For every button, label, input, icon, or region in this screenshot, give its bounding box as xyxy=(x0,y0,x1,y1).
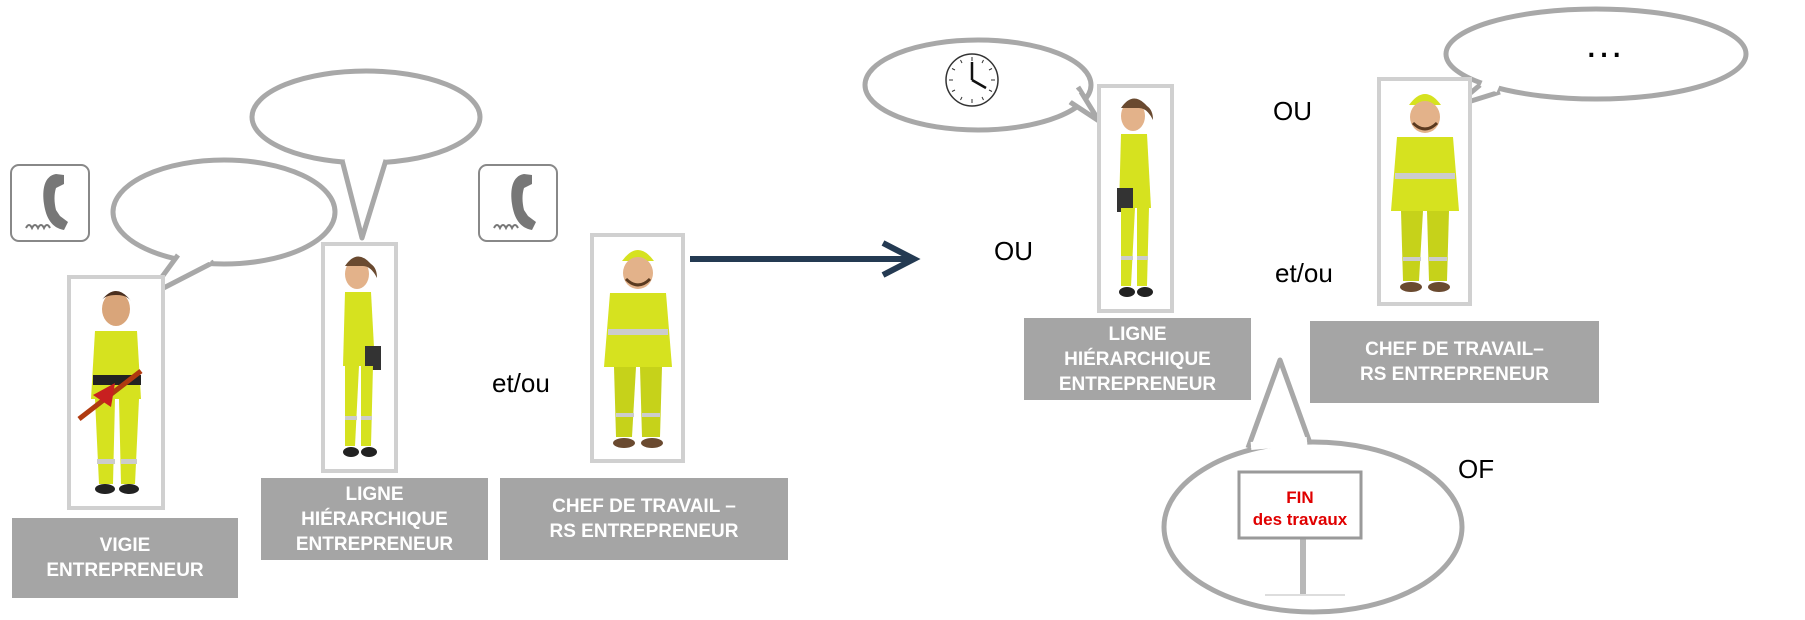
label-line: RS ENTREPRENEUR xyxy=(1360,364,1549,385)
fin-travaux-sign-icon xyxy=(1237,470,1363,596)
label-line: ENTREPRENEUR xyxy=(1058,373,1217,395)
text-of: OF xyxy=(1458,454,1495,484)
sign-line: des travaux xyxy=(1252,510,1348,529)
speech-bubble-ligne xyxy=(249,68,483,241)
person-ligne-figure xyxy=(321,242,398,473)
text-ou-top: OU xyxy=(1273,96,1312,126)
text-ou-left: OU xyxy=(994,236,1033,266)
sign-line: FIN xyxy=(1286,488,1314,507)
text-et-ou-left: et/ou xyxy=(492,368,550,398)
person-vigie-figure xyxy=(67,275,165,510)
label-line: ENTREPRENEUR xyxy=(295,533,454,555)
phone-icon xyxy=(10,164,90,242)
label-vigie-entrepreneur: VIGIE ENTREPRENEUR xyxy=(12,518,238,598)
label-chef-travail-right: CHEF DE TRAVAIL– RS ENTREPRENEUR xyxy=(1310,321,1599,403)
arrow-right-icon xyxy=(690,240,921,278)
label-chef-travail-left: CHEF DE TRAVAIL – RS ENTREPRENEUR xyxy=(500,478,788,560)
label-line: ENTREPRENEUR xyxy=(46,560,204,581)
person-ligne-figure-right xyxy=(1097,84,1174,313)
label-line: RS ENTREPRENEUR xyxy=(549,521,739,542)
sign-text: FIN des travaux xyxy=(1241,487,1359,531)
label-line: HIÉRARCHIQUE xyxy=(301,508,448,530)
person-chef-figure-right xyxy=(1377,77,1472,306)
label-line: VIGIE xyxy=(99,535,151,556)
clock-icon xyxy=(945,53,999,107)
label-ligne-hierarchique-right: LIGNE HIÉRARCHIQUE ENTREPRENEUR xyxy=(1024,318,1251,400)
phone-icon xyxy=(478,164,558,242)
text-et-ou-right: et/ou xyxy=(1275,258,1333,288)
label-line: LIGNE xyxy=(345,483,404,505)
label-line: LIGNE xyxy=(1108,323,1167,345)
label-line: CHEF DE TRAVAIL– xyxy=(1365,339,1544,360)
person-chef-figure xyxy=(590,233,685,463)
text-ellipsis: … xyxy=(1584,22,1624,66)
label-line: CHEF DE TRAVAIL – xyxy=(552,496,736,517)
label-line: HIÉRARCHIQUE xyxy=(1064,348,1211,370)
label-ligne-hierarchique-left: LIGNE HIÉRARCHIQUE ENTREPRENEUR xyxy=(261,478,488,560)
